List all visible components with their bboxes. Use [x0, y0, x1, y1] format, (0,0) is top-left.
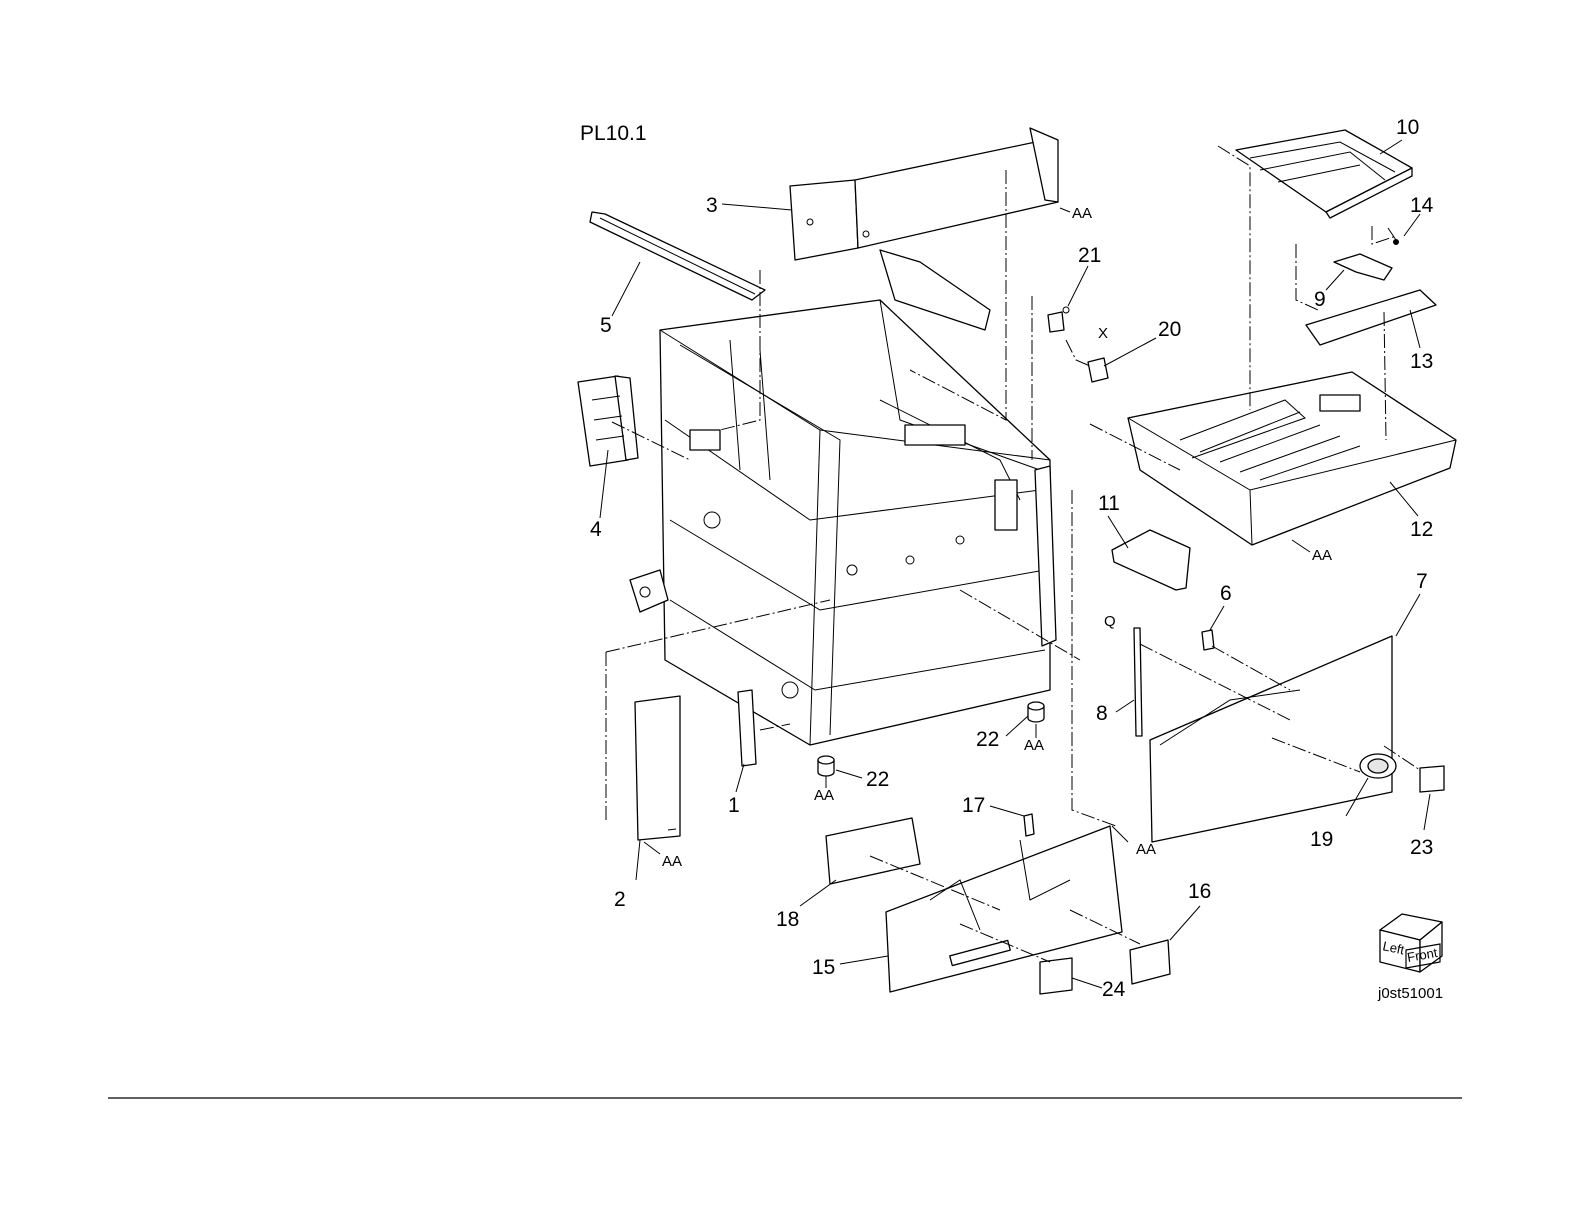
callout-4: 4 — [590, 518, 602, 541]
ref-aa-left-cover: AA — [662, 853, 682, 870]
part-11-duct — [1112, 530, 1190, 590]
figure-id: j0st51001 — [1377, 985, 1443, 1002]
ref-q: Q — [1104, 613, 1116, 630]
callout-9: 9 — [1314, 288, 1326, 311]
callout-19: 19 — [1310, 828, 1333, 851]
part-24-label — [1040, 958, 1072, 994]
callout-8: 8 — [1096, 702, 1108, 725]
callout-10: 10 — [1396, 116, 1419, 139]
part-22-foot-front — [818, 756, 834, 776]
callout-18: 18 — [776, 908, 799, 931]
part-23-label — [1420, 766, 1444, 792]
ref-aa-front-panel: AA — [1136, 841, 1156, 858]
part-9-latch — [1334, 254, 1392, 280]
plate-title: PL10.1 — [580, 122, 647, 145]
part-6-clip — [1202, 630, 1214, 650]
callout-2: 2 — [614, 888, 626, 911]
part-18-plate — [826, 818, 920, 884]
callout-22-rear: 22 — [976, 728, 999, 751]
part-15-front-panel — [886, 826, 1122, 992]
ref-aa-top-cover: AA — [1312, 547, 1332, 564]
ref-aa-rear-cover: AA — [1072, 205, 1092, 222]
callout-1: 1 — [728, 794, 740, 817]
callout-16: 16 — [1188, 880, 1211, 903]
callout-11: 11 — [1098, 492, 1120, 515]
part-20-sensor — [1088, 358, 1108, 382]
part-19-badge — [1360, 754, 1396, 778]
part-12-top-cover — [1128, 372, 1456, 545]
callout-3: 3 — [706, 194, 718, 217]
ref-aa-foot-front: AA — [814, 787, 834, 804]
part-3-rear-cover — [790, 128, 1058, 260]
part-21-bracket — [1048, 307, 1069, 332]
callout-17: 17 — [962, 794, 985, 817]
callout-20: 20 — [1158, 318, 1181, 341]
callout-13: 13 — [1410, 350, 1433, 373]
part-5-top-rail — [590, 212, 765, 300]
part-10-tray-cover — [1236, 130, 1412, 218]
part-16-panel — [1130, 940, 1170, 984]
part-2-left-cover — [635, 696, 680, 840]
callout-5: 5 — [600, 314, 612, 337]
callout-21: 21 — [1078, 244, 1101, 267]
callout-6: 6 — [1220, 582, 1232, 605]
part-17-clip — [1024, 814, 1034, 836]
part-22-foot-rear — [1028, 702, 1044, 722]
orientation-cube: Left Front — [1380, 914, 1442, 972]
callout-14: 14 — [1410, 194, 1434, 217]
callout-12: 12 — [1410, 518, 1433, 541]
callout-15: 15 — [812, 956, 835, 979]
callout-24: 24 — [1102, 978, 1126, 1001]
ref-aa-foot-rear: AA — [1024, 737, 1044, 754]
main-frame — [630, 250, 1056, 745]
callout-23: 23 — [1410, 836, 1433, 859]
ref-x: X — [1098, 325, 1108, 342]
callout-22-front: 22 — [866, 768, 889, 791]
callout-7: 7 — [1416, 570, 1428, 593]
